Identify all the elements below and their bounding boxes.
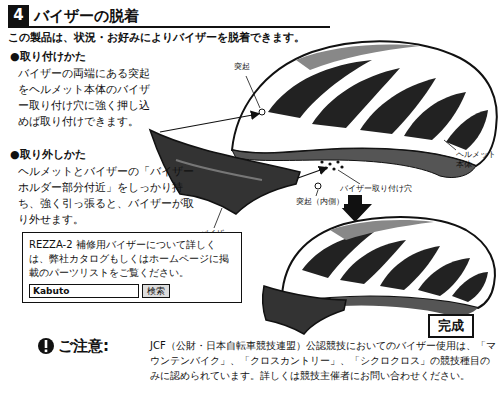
info-box: REZZA-2 補修用バイザーについて詳しくは、弊社カタログもしくはホームページ… — [22, 232, 242, 303]
node-text: REZZA-2 補修用バイザーについて詳しくは、弊社カタログもしくはホームページ… — [29, 238, 235, 280]
section-title: バイザーの脱着 — [34, 6, 139, 26]
step-text: バイザーの両端にある突起をヘルメット本体のバイザー取り付け穴に強く押し込めば取り… — [18, 66, 158, 130]
section-number: 4 — [8, 5, 29, 26]
part-label: 突起 — [234, 62, 250, 73]
node-text: 4 — [8, 5, 29, 26]
part-label: 突起（内側） — [296, 197, 344, 208]
done-box: 完成 — [428, 314, 474, 338]
caution-heading: ご注意: — [58, 336, 109, 356]
node-text: Kabuto — [33, 285, 135, 297]
node-text: 検索 — [147, 285, 165, 297]
node-text: 完成 — [438, 317, 464, 335]
step-text: ヘルメットとバイザーの「バイザーホルダー部分付近」をしっかり持ち、強く引っ張ると… — [18, 164, 198, 228]
search-field: Kabuto — [29, 284, 139, 298]
step-heading: ●取り外しかた — [10, 148, 86, 163]
step-heading: ●取り付けかた — [10, 50, 86, 65]
caution-text: JCF（公財・日本自転車競技連盟）公認競技においてのバイザー使用は、「マウンテン… — [150, 338, 496, 383]
part-label: ヘルメット本体 — [456, 150, 498, 169]
search-button: 検索 — [142, 284, 170, 298]
part-label: バイザー取り付け穴 — [340, 184, 412, 195]
intro-text: この製品は、状況・お好みによりバイザーを脱着できます。 — [8, 31, 338, 46]
